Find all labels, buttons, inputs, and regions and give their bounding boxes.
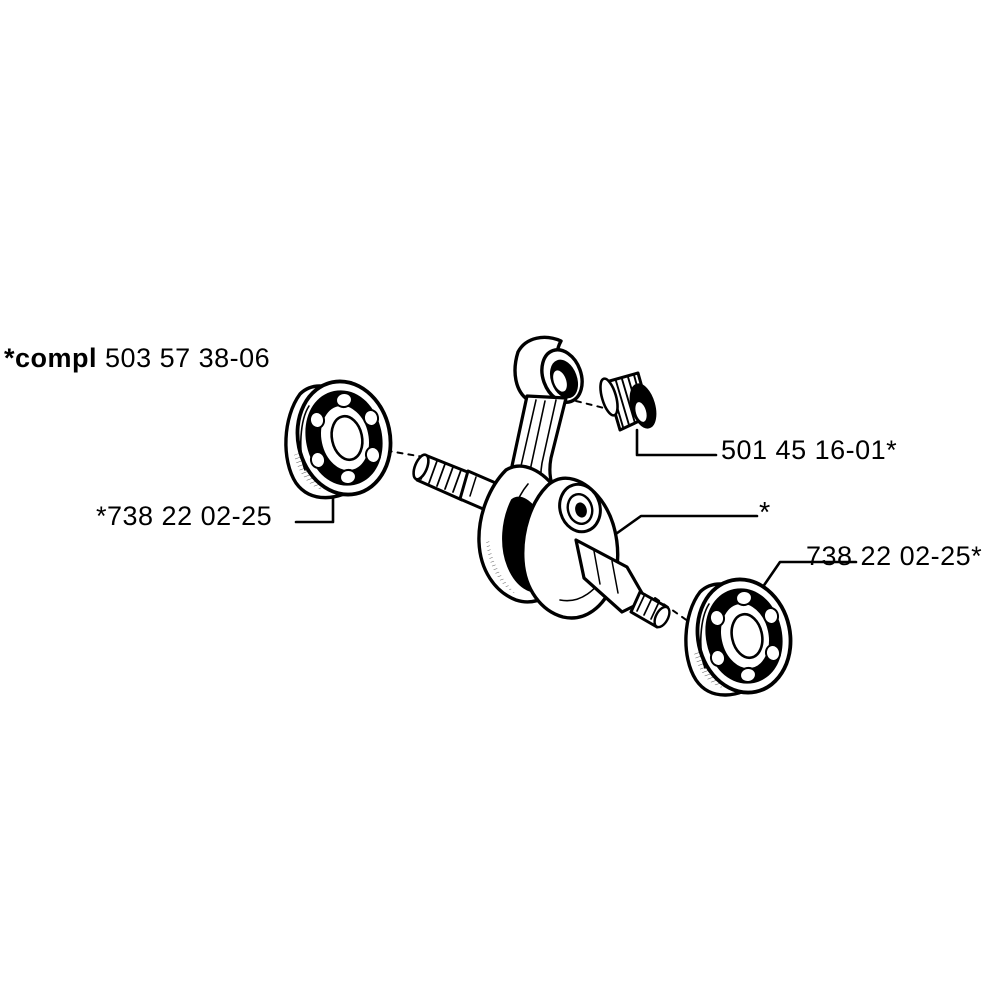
leader-needle-bearing [635,428,718,457]
crankshaft-right-shaft-end [574,538,671,629]
crankshaft-counterweights [477,464,620,620]
label-complete-assembly-number: 503 57 38-06 [97,343,271,373]
label-needle-bearing: 501 45 16-01* [721,435,898,465]
label-crankshaft-marker: * [759,497,771,529]
centerline-needle [575,400,609,410]
centerline-right [654,597,696,627]
needle-roller-bearing [599,371,657,432]
centerline-left [364,446,425,458]
label-right-bearing: 738 22 02-25* [806,541,983,571]
ball-bearing-right [684,577,793,697]
label-left-bearing: *738 22 02-25 [96,501,273,531]
leader-crankshaft [611,514,759,538]
label-complete-assembly-prefix: *compl [4,343,98,373]
ball-bearing-left [284,379,393,500]
label-complete-assembly: *compl 503 57 38-06 [4,345,270,372]
alignment-center-lines [364,400,696,627]
